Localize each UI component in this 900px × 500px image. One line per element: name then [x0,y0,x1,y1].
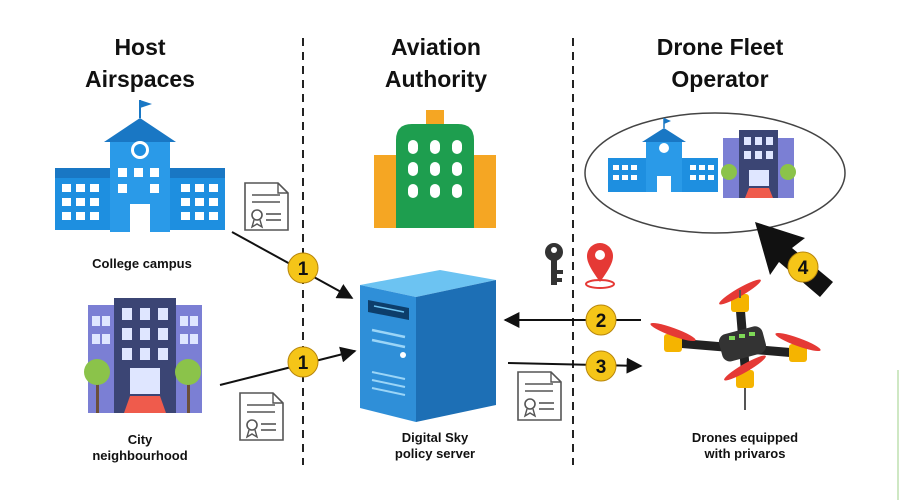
drone-fleet-operator-title: Drone Fleet Operator [620,31,820,95]
aviation-authority-title: Aviation Authority [356,31,516,95]
college-building-icon [55,100,225,232]
operator-title-line1: Drone Fleet [656,34,784,60]
arrow-city-to-server [219,346,357,386]
operator-title-line2: Operator [671,66,769,92]
digital-sky-server-label: Digital Sky policy server [365,430,505,462]
host-title-line2: Airspaces [85,66,195,92]
step-badge: 3 [585,350,617,382]
apartment-building-icon [721,130,796,198]
operator-airspaces-ellipse [584,112,846,234]
location-pin-icon [585,243,615,289]
certificate-document-icon [517,371,562,421]
step-badge: 2 [585,304,617,336]
certificate-document-icon [239,392,284,441]
step-badge: 1 [287,346,319,378]
drones-label: Drones equipped with privaros [665,430,825,462]
drones-label-line2: with privaros [704,446,786,461]
step-badge: 4 [787,251,819,283]
host-title-line1: Host [114,34,166,60]
apartment-building-icon [84,298,202,413]
arrow-server-to-drone [507,357,643,374]
government-building-icon [374,110,496,228]
key-icon [545,243,563,285]
server-tower-icon [360,270,496,422]
drones-label-line1: Drones equipped [691,430,799,445]
authority-title-line1: Aviation [391,34,481,60]
quadcopter-drone-icon [650,279,821,410]
city-label-line2: neighbourhood [92,448,188,463]
certificate-document-icon [244,182,289,231]
host-airspaces-title: Host Airspaces [60,31,220,95]
college-campus-label: College campus [92,256,192,271]
step-number: 1 [298,353,309,374]
authority-title-line2: Authority [384,66,488,92]
step-badge: 1 [287,252,319,284]
step-number: 3 [596,357,607,378]
step-number: 2 [596,311,607,332]
step-number: 4 [798,258,809,279]
server-label-line1: Digital Sky [401,430,469,445]
city-label-line1: City [127,432,153,447]
college-building-icon [608,118,718,192]
step-number: 1 [298,259,309,280]
server-label-line2: policy server [394,446,476,461]
city-neighbourhood-label: City neighbourhood [70,432,210,464]
